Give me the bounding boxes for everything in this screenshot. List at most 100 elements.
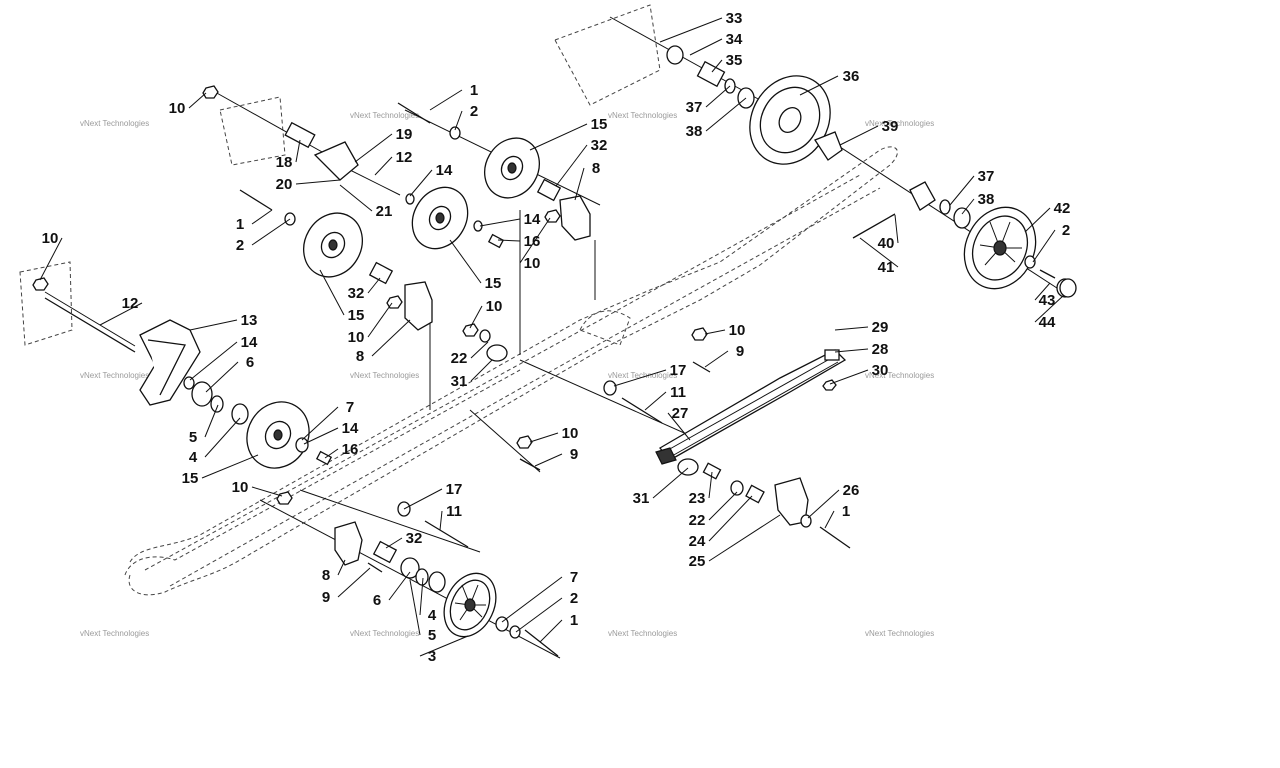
leader-line xyxy=(689,38,723,56)
watermark-text: vNext Technologies xyxy=(865,119,934,128)
leader-line xyxy=(251,486,283,497)
callout-2: 2 xyxy=(570,590,578,607)
leader-line xyxy=(479,218,521,227)
leader-line xyxy=(555,144,588,187)
callout-5: 5 xyxy=(428,627,436,644)
callout-15: 15 xyxy=(182,470,199,487)
leader-line xyxy=(659,17,723,43)
leader-line xyxy=(539,619,563,643)
callout-1: 1 xyxy=(570,612,578,629)
callout-15: 15 xyxy=(348,307,365,324)
callout-18: 18 xyxy=(276,154,293,171)
leader-line xyxy=(704,329,726,335)
callout-32: 32 xyxy=(348,285,365,302)
leader-line xyxy=(295,179,341,185)
callout-24: 24 xyxy=(689,533,706,550)
callout-41: 41 xyxy=(878,259,895,276)
callout-4: 4 xyxy=(428,607,437,624)
callout-9: 9 xyxy=(570,446,578,463)
leader-line xyxy=(409,579,421,636)
callout-8: 8 xyxy=(356,348,364,365)
wheel-42 xyxy=(963,206,1037,290)
leader-line xyxy=(834,348,869,353)
callout-32: 32 xyxy=(406,530,423,547)
callout-31: 31 xyxy=(633,490,650,507)
callout-25: 25 xyxy=(689,553,706,570)
callout-21: 21 xyxy=(376,203,393,220)
callout-23: 23 xyxy=(689,490,706,507)
callout-15: 15 xyxy=(485,275,502,292)
callout-29: 29 xyxy=(872,319,889,336)
leader-line xyxy=(839,125,879,146)
callout-8: 8 xyxy=(592,160,600,177)
leader-line xyxy=(204,417,241,458)
leader-line xyxy=(419,577,424,616)
callout-1: 1 xyxy=(236,216,244,233)
leader-line xyxy=(454,110,463,131)
leader-line xyxy=(515,597,563,633)
leader-line xyxy=(519,217,551,264)
leader-line xyxy=(708,471,713,499)
watermark-text: vNext Technologies xyxy=(608,629,677,638)
leader-line xyxy=(205,361,239,393)
watermark-text: vNext Technologies xyxy=(350,371,419,380)
leader-line xyxy=(859,237,899,268)
callout-27: 27 xyxy=(672,405,689,422)
leader-line xyxy=(295,139,301,163)
callout-5: 5 xyxy=(189,429,197,446)
leader-line xyxy=(708,495,753,542)
leader-line xyxy=(529,123,588,151)
leader-line xyxy=(99,302,143,326)
leader-line xyxy=(388,571,411,601)
leader-line xyxy=(807,489,840,519)
leader-line xyxy=(419,635,469,657)
callout-6: 6 xyxy=(246,354,254,371)
watermark-layer: vNext Technologies vNext Technologies vNex… xyxy=(80,111,934,638)
watermark-text: vNext Technologies xyxy=(80,119,149,128)
leader-line xyxy=(403,488,443,510)
leader-line xyxy=(301,406,339,441)
callout-19: 19 xyxy=(396,126,413,143)
callout-6: 6 xyxy=(373,592,381,609)
callout-4: 4 xyxy=(189,449,198,466)
callout-1: 1 xyxy=(842,503,850,520)
watermark-text: vNext Technologies xyxy=(865,371,934,380)
leader-line xyxy=(667,412,691,441)
callout-42: 42 xyxy=(1054,200,1071,217)
leader-line xyxy=(449,239,482,284)
leader-line xyxy=(470,359,493,382)
callout-3: 3 xyxy=(428,648,436,665)
callout-32: 32 xyxy=(591,137,608,154)
callout-17: 17 xyxy=(446,481,463,498)
brackets xyxy=(139,131,936,566)
leader-line xyxy=(204,404,219,438)
callout-1: 1 xyxy=(470,82,478,99)
leader-line xyxy=(824,510,835,529)
leader-line xyxy=(949,175,975,206)
callout-10: 10 xyxy=(486,298,503,315)
leader-line xyxy=(708,514,781,562)
leader-line xyxy=(961,198,975,215)
leader-line xyxy=(704,350,729,368)
leader-line xyxy=(337,559,346,576)
leader-line xyxy=(371,319,411,357)
callout-37: 37 xyxy=(686,99,703,116)
watermark-text: vNext Technologies xyxy=(350,629,419,638)
callout-22: 22 xyxy=(689,512,706,529)
watermark-text: vNext Technologies xyxy=(608,111,677,120)
leader-line xyxy=(439,510,443,531)
callout-2: 2 xyxy=(1062,222,1070,239)
callout-2: 2 xyxy=(236,237,244,254)
callout-10: 10 xyxy=(729,322,746,339)
leader-line xyxy=(497,239,521,242)
shafts xyxy=(44,16,1061,659)
wheel-3 xyxy=(443,572,497,638)
callout-36: 36 xyxy=(843,68,860,85)
callout-10: 10 xyxy=(169,100,186,117)
leader-line xyxy=(799,75,839,96)
cap-44 xyxy=(1059,278,1077,298)
callout-10: 10 xyxy=(232,479,249,496)
callout-37: 37 xyxy=(978,168,995,185)
leader-line xyxy=(574,167,585,201)
